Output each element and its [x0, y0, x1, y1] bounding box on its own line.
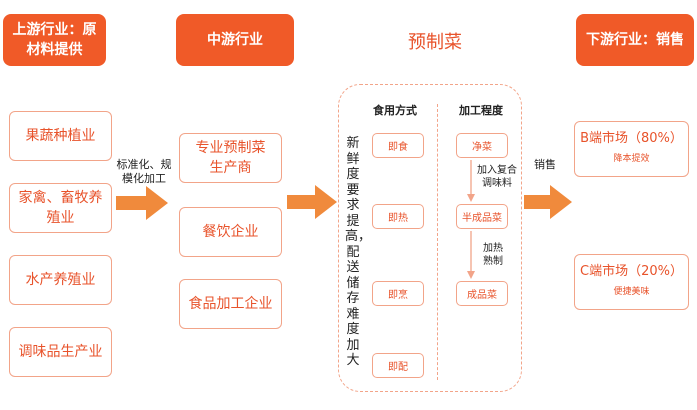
upstream-header: 上游行业：原材料提供 — [3, 14, 106, 66]
right-arrow-icon — [524, 185, 572, 219]
sales-label: 销售 — [534, 158, 556, 171]
eating-method-ready-to-cook: 即烹 — [372, 281, 424, 306]
down-arrow-icon — [467, 231, 475, 279]
eating-method-header: 食用方式 — [373, 104, 417, 117]
downstream-header: 下游行业：销售 — [576, 14, 694, 66]
processing-level-finished: 成品菜 — [456, 281, 508, 306]
upstream-item-poultry-livestock: 家禽、畜牧养殖业 — [9, 183, 112, 233]
processing-level-semi-finished: 半成品菜 — [456, 204, 508, 229]
right-arrow-icon — [116, 186, 168, 220]
midstream-header: 中游行业 — [176, 14, 294, 66]
down-arrow-icon — [467, 160, 475, 202]
page-title: 预制菜 — [408, 32, 462, 53]
upstream-item-aquaculture: 水产养殖业 — [9, 255, 112, 305]
right-arrow-icon — [287, 185, 337, 219]
downstream-b2b-market: B端市场（80%） 降本提效 — [574, 121, 689, 177]
arrow1-label: 标准化、规模化加工 — [116, 158, 172, 185]
upstream-item-condiment: 调味品生产业 — [9, 327, 112, 377]
prepared-dish-panel — [338, 84, 522, 392]
upstream-item-fruit-veg: 果蔬种植业 — [9, 111, 112, 161]
processing-level-header: 加工程度 — [459, 104, 503, 117]
processing-note-heating: 加热熟制 — [483, 243, 503, 267]
b2c-market-benefit: 便捷美味 — [613, 287, 650, 297]
b2b-market-benefit: 降本提效 — [613, 154, 650, 164]
eating-method-ready-to-assemble: 即配 — [372, 353, 424, 378]
b2c-market-title: C端市场（20%） — [580, 264, 683, 279]
midstream-item-food-processing: 食品加工企业 — [179, 279, 282, 329]
processing-note-seasoning: 加入复合调味料 — [477, 165, 517, 189]
midstream-item-catering: 餐饮企业 — [179, 207, 282, 257]
column-divider — [437, 104, 438, 380]
downstream-b2c-market: C端市场（20%） 便捷美味 — [574, 254, 689, 310]
freshness-note: 新鲜度要求提高，配送储存难度加大 — [345, 136, 372, 368]
eating-method-ready-to-heat: 即热 — [372, 204, 424, 229]
processing-level-clean-veg: 净菜 — [456, 133, 508, 158]
midstream-item-specialist: 专业预制菜生产商 — [179, 133, 282, 183]
eating-method-ready-to-eat: 即食 — [372, 133, 424, 158]
b2b-market-title: B端市场（80%） — [580, 131, 683, 146]
